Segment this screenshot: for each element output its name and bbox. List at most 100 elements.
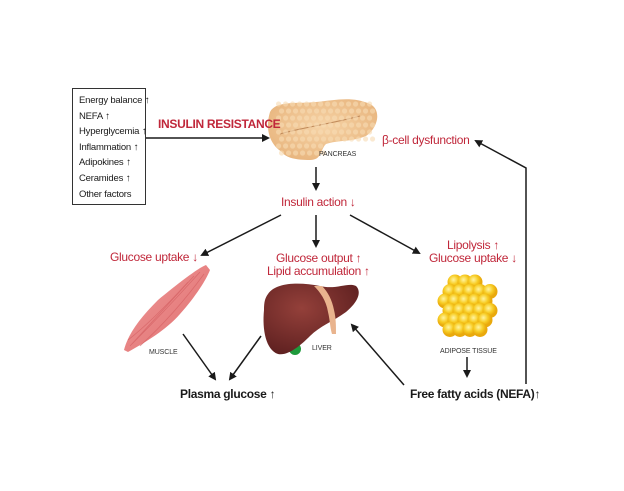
pancreas-lobule bbox=[366, 115, 373, 121]
pancreas-lobule bbox=[296, 101, 303, 107]
plasma-glucose-text: Plasma glucose bbox=[180, 387, 267, 401]
factor-item: Ceramides ↑ bbox=[79, 171, 145, 187]
pancreas-lobule bbox=[317, 129, 324, 135]
pancreas-lobule bbox=[331, 115, 338, 121]
pancreas-lobule bbox=[296, 115, 303, 121]
pancreas-lobule bbox=[303, 129, 310, 135]
muscle-illustration bbox=[124, 265, 210, 352]
factor-item: Adipokines ↑ bbox=[79, 155, 145, 171]
pancreas-lobule bbox=[320, 150, 327, 156]
muscle-label: MUSCLE bbox=[149, 349, 178, 356]
pancreas-lobule bbox=[282, 101, 289, 107]
free-fatty-acids-label: Free fatty acids (NEFA)↑ bbox=[410, 388, 540, 400]
pancreas-lobule bbox=[313, 122, 320, 128]
pancreas-lobule bbox=[355, 136, 362, 142]
pancreas-lobule bbox=[299, 108, 306, 114]
pancreas-lobule bbox=[275, 115, 282, 121]
pancreas-lobule bbox=[334, 108, 341, 114]
pancreas-lobule bbox=[369, 136, 376, 142]
pancreas-lobule bbox=[292, 122, 299, 128]
pancreas-lobule bbox=[331, 101, 338, 107]
pancreas-lobule bbox=[310, 101, 317, 107]
factor-item: NEFA ↑ bbox=[79, 109, 145, 125]
arrow-muscle-to-plasma bbox=[182, 333, 217, 381]
pancreas-lobule bbox=[310, 129, 317, 135]
up-arrow-icon: ↑ bbox=[493, 238, 500, 252]
factor-label: Inflammation bbox=[79, 141, 131, 153]
up-arrow-icon: ↑ bbox=[355, 251, 362, 265]
pancreas-lobule bbox=[289, 129, 296, 135]
pancreas-lobule bbox=[345, 101, 352, 107]
up-arrow-icon: ↑ bbox=[144, 95, 150, 106]
pancreas-lobule bbox=[324, 115, 331, 121]
pancreas-lobule bbox=[296, 129, 303, 135]
pancreas-lobule bbox=[327, 122, 334, 128]
pancreas-lobule bbox=[359, 115, 366, 121]
pancreas-lobule bbox=[355, 122, 362, 128]
pancreas-lobule bbox=[352, 129, 359, 135]
up-arrow-icon: ↑ bbox=[125, 172, 131, 184]
factor-label: Ceramides bbox=[79, 172, 124, 184]
factor-label: Hyperglycemia bbox=[79, 126, 140, 138]
factor-label: Adipokines bbox=[79, 157, 124, 169]
pancreas-lobule bbox=[310, 143, 317, 149]
pancreas-lobule bbox=[352, 101, 359, 107]
pancreas-lobule bbox=[306, 136, 313, 142]
pancreas-lobule bbox=[324, 129, 331, 135]
pancreas-lobule bbox=[306, 122, 313, 128]
pancreas-illustration bbox=[267, 99, 378, 160]
down-arrow-icon: ↓ bbox=[349, 195, 356, 209]
pancreas-lobule bbox=[282, 143, 289, 149]
pancreas-lobule bbox=[275, 143, 282, 149]
beta-cell-dysfunction-label: β-cell dysfunction bbox=[382, 133, 470, 147]
muscle-effect-text: Glucose uptake bbox=[110, 250, 190, 264]
pancreas-lobule bbox=[303, 115, 310, 121]
pancreas-lobule bbox=[338, 129, 345, 135]
pancreas-lobule bbox=[369, 108, 376, 114]
pancreas-lobule bbox=[285, 150, 292, 156]
pancreas-lobule bbox=[348, 108, 355, 114]
pancreas-lobule bbox=[317, 115, 324, 121]
pancreas-label: PANCREAS bbox=[319, 151, 357, 158]
pancreas-lobule bbox=[362, 108, 369, 114]
pancreas-lobule bbox=[345, 115, 352, 121]
pancreas-lobule bbox=[338, 101, 345, 107]
down-arrow-icon: ↓ bbox=[192, 250, 198, 264]
pancreas-lobule bbox=[362, 122, 369, 128]
up-arrow-icon: ↑ bbox=[104, 110, 110, 122]
pancreas-lobule bbox=[331, 129, 338, 135]
up-arrow-icon: ↑ bbox=[141, 126, 147, 138]
pancreas-lobule bbox=[275, 101, 282, 107]
pancreas-lobule bbox=[292, 108, 299, 114]
pancreas-lobule bbox=[306, 150, 313, 156]
pancreas-lobule bbox=[289, 143, 296, 149]
pancreas-lobule bbox=[369, 122, 376, 128]
pancreas-lobule bbox=[334, 136, 341, 142]
factor-item: Hyperglycemia ↑ bbox=[79, 124, 147, 140]
arrow-liver-to-plasma bbox=[228, 335, 262, 381]
factor-item: Other factors bbox=[79, 187, 145, 203]
insulin-resistance-label: INSULIN RESISTANCE bbox=[158, 117, 281, 131]
up-arrow-icon: ↑ bbox=[125, 157, 131, 169]
pancreas-lobule bbox=[341, 108, 348, 114]
pancreas-lobule bbox=[278, 136, 285, 142]
factor-item: Inflammation ↑ bbox=[79, 140, 145, 156]
up-arrow-icon: ↑ bbox=[269, 387, 276, 401]
pancreas-lobule bbox=[292, 150, 299, 156]
up-arrow-icon: ↑ bbox=[133, 141, 139, 153]
adipose-effect-2-text: Glucose uptake bbox=[429, 251, 509, 265]
pancreas-lobule bbox=[275, 129, 282, 135]
pancreas-lobule bbox=[327, 136, 334, 142]
pancreas-lobule bbox=[299, 150, 306, 156]
pancreas-lobule bbox=[366, 101, 373, 107]
pancreas-lobule bbox=[327, 108, 334, 114]
pancreas-lobule bbox=[362, 136, 369, 142]
up-arrow-icon: ↑ bbox=[364, 264, 370, 278]
pancreas-lobule bbox=[310, 115, 317, 121]
adipose-illustration bbox=[437, 274, 498, 337]
pancreas-lobule bbox=[320, 136, 327, 142]
pancreas-lobule bbox=[341, 136, 348, 142]
pancreas-lobule bbox=[317, 143, 324, 149]
